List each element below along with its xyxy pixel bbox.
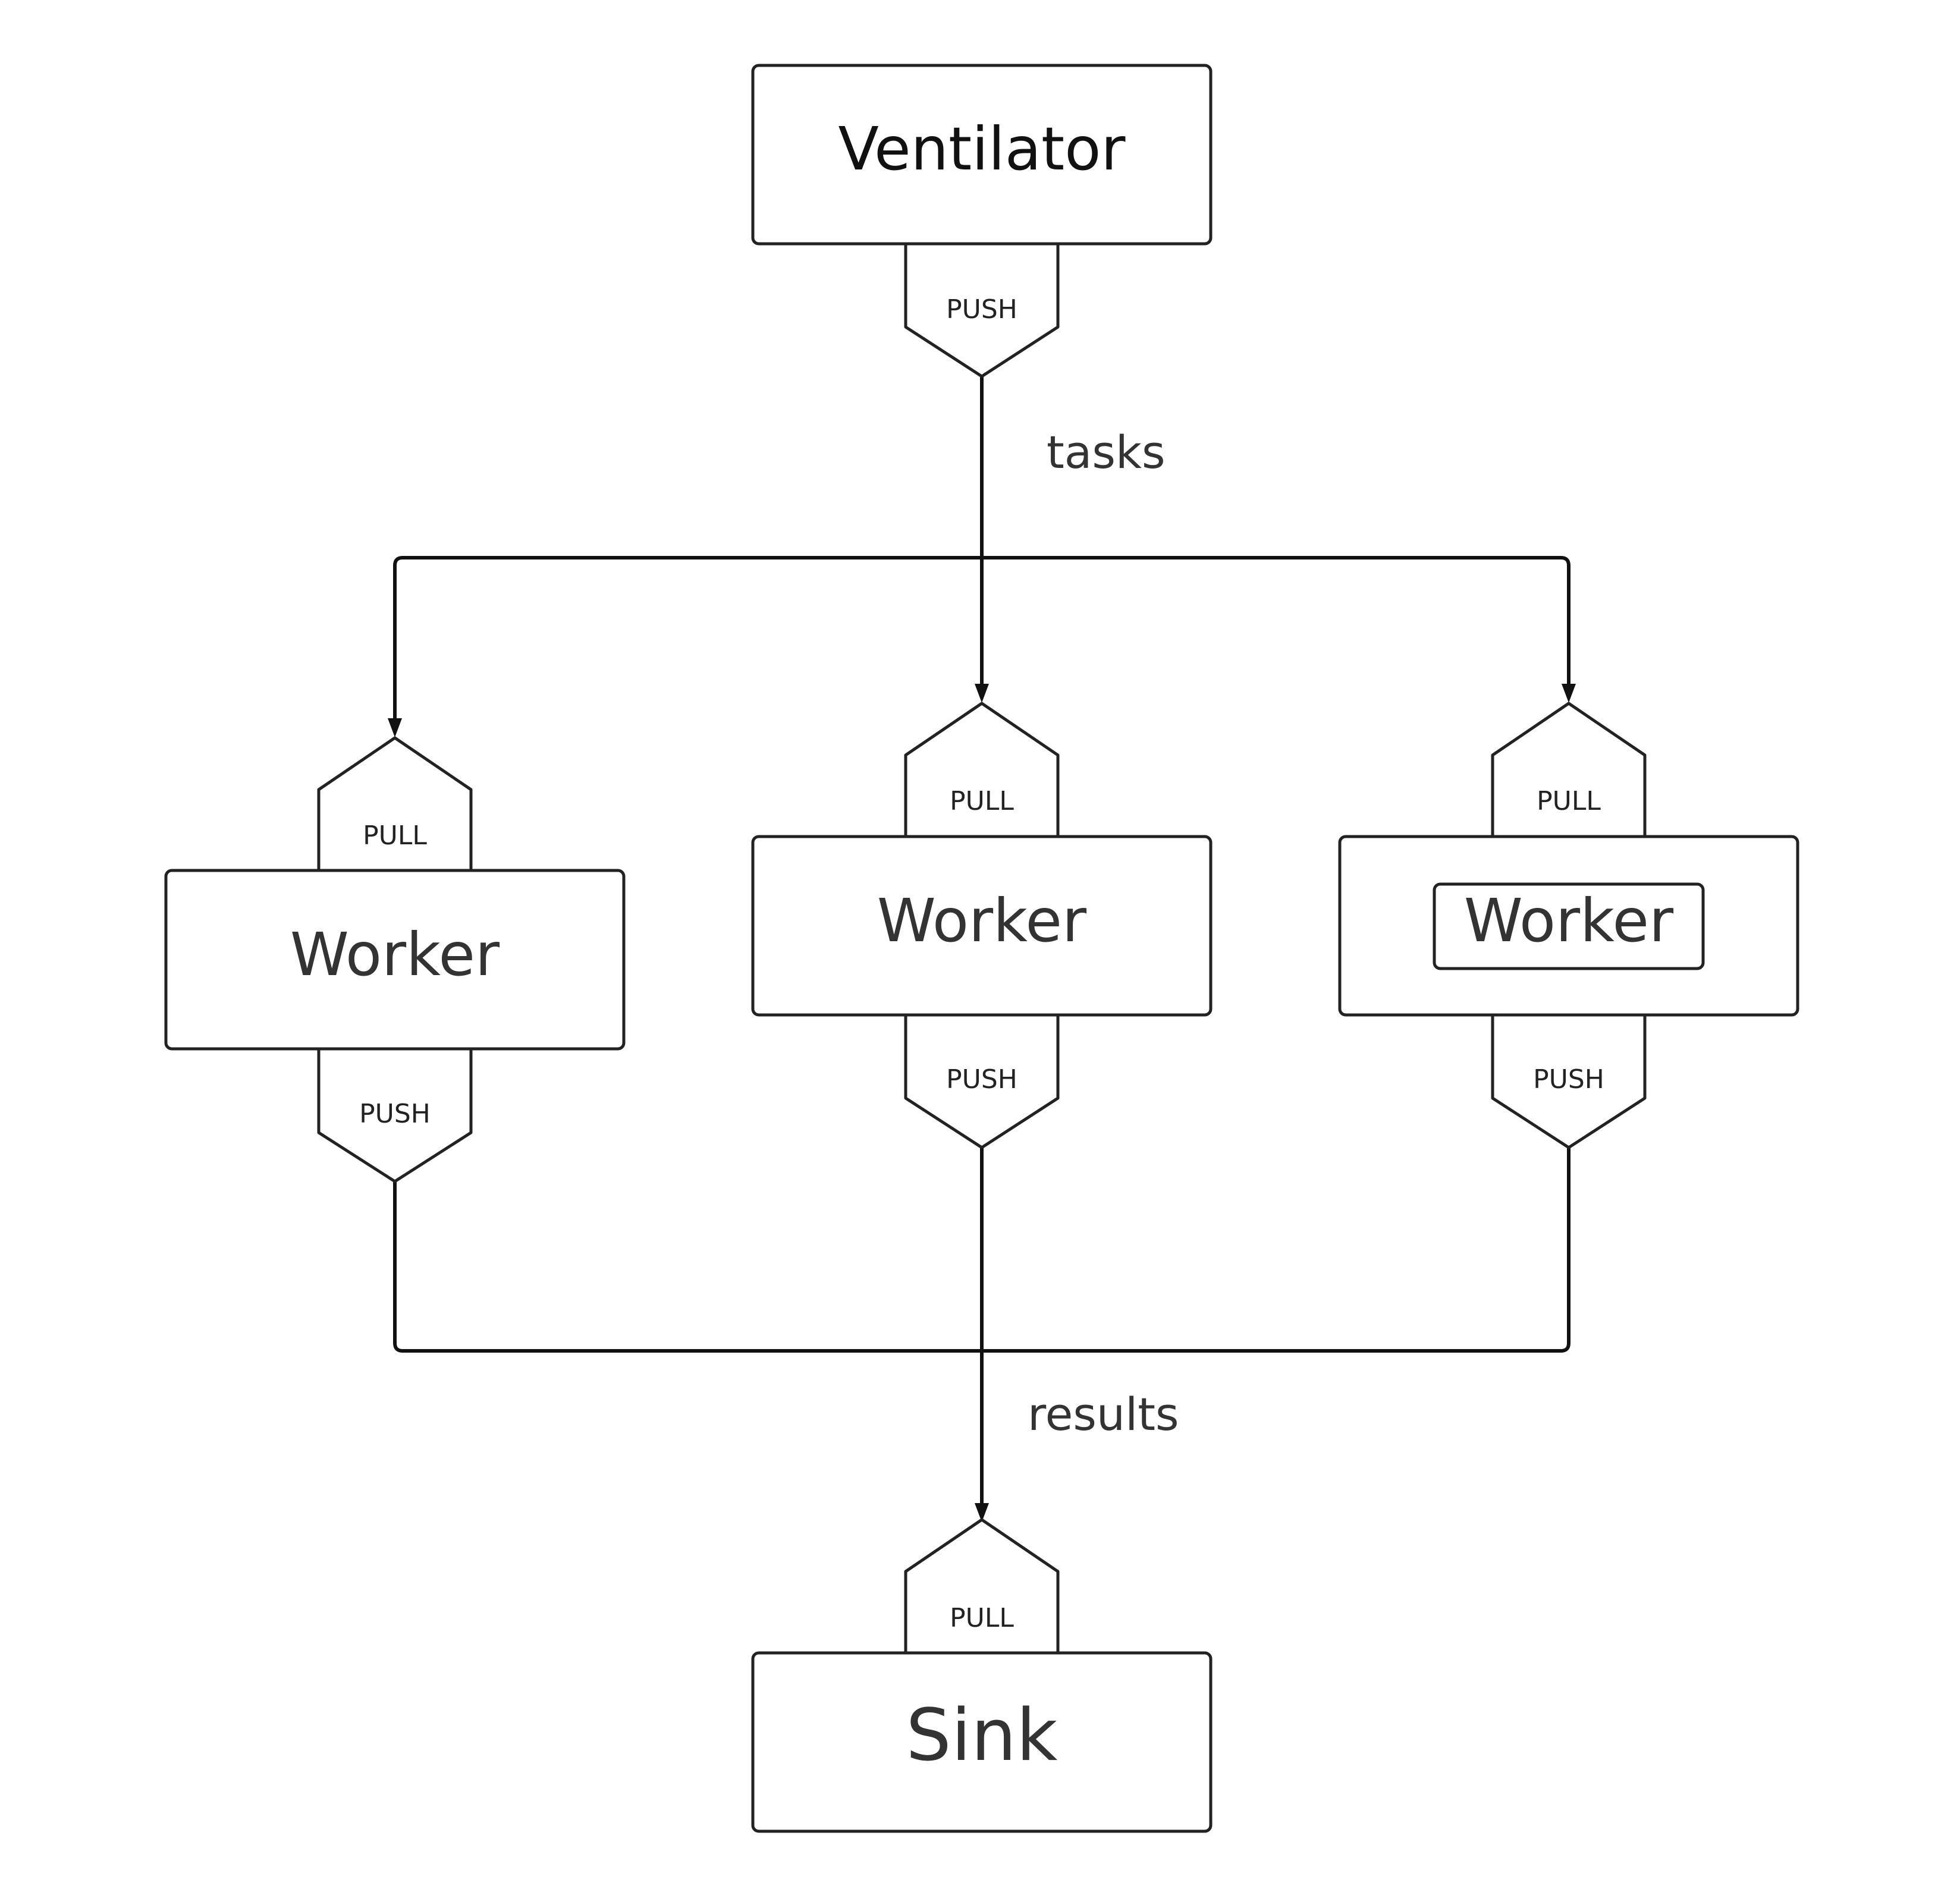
worker-center-pull-label: PULL xyxy=(950,786,1014,816)
worker-right-push-label: PUSH xyxy=(1533,1064,1604,1095)
sink-title: Sink xyxy=(906,1695,1058,1777)
arrowhead-sink xyxy=(975,1503,989,1522)
arrowhead-left-worker xyxy=(388,718,402,737)
sink-pull-label: PULL xyxy=(950,1603,1014,1633)
worker-center-push-socket xyxy=(904,1013,1060,1149)
worker-left-pull-label: PULL xyxy=(363,821,427,851)
worker-center-title: Worker xyxy=(877,886,1087,955)
worker-left-node[interactable]: PULL Worker PUSH xyxy=(164,736,626,1183)
worker-center-pull-socket xyxy=(904,702,1060,838)
worker-left-push-socket xyxy=(317,1047,473,1183)
arrowhead-center-worker xyxy=(975,684,989,703)
sink-box xyxy=(751,1651,1213,1833)
worker-right-pull-socket xyxy=(1491,702,1647,838)
worker-right-inner-frame xyxy=(1433,882,1705,970)
worker-right-push-socket xyxy=(1491,1013,1647,1149)
ventilator-node[interactable]: Ventilator PUSH xyxy=(751,64,1213,378)
worker-right-pull-label: PULL xyxy=(1537,786,1601,816)
ventilator-push-label: PUSH xyxy=(946,294,1017,325)
ventilator-title: Ventilator xyxy=(838,114,1126,184)
worker-center-node[interactable]: PULL Worker PUSH xyxy=(751,702,1213,1149)
ventilator-push-socket xyxy=(904,242,1060,378)
arrowhead-right-worker xyxy=(1562,684,1576,703)
worker-right-title: Worker xyxy=(1464,886,1674,955)
tasks-connector xyxy=(388,376,1576,737)
results-connector xyxy=(393,1148,1570,1522)
worker-right-node[interactable]: PULL Worker PUSH xyxy=(1338,702,1799,1149)
worker-left-title: Worker xyxy=(290,920,500,989)
worker-left-push-label: PUSH xyxy=(359,1099,431,1129)
worker-center-push-label: PUSH xyxy=(946,1064,1017,1095)
sink-node[interactable]: PULL Sink xyxy=(751,1518,1213,1833)
tasks-label: tasks xyxy=(1047,426,1166,479)
results-label: results xyxy=(1028,1388,1179,1441)
